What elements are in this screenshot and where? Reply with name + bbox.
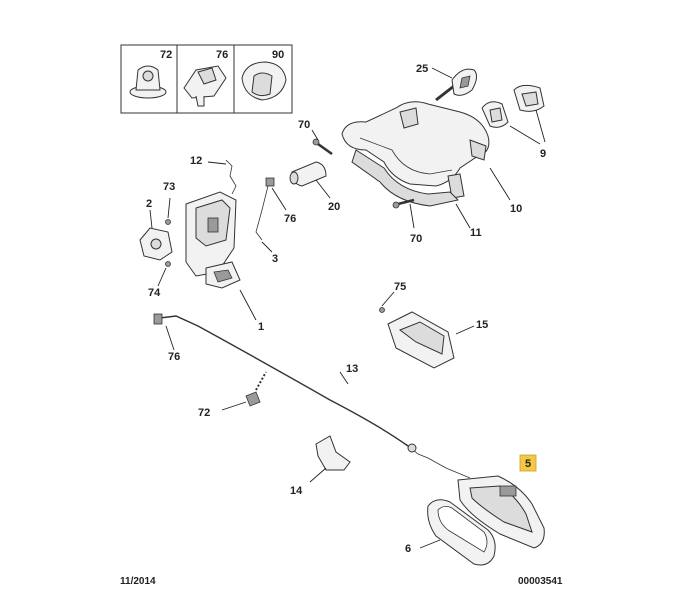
callout-9: 9 xyxy=(540,148,546,160)
callout-5: 5 xyxy=(525,458,531,470)
rod-3-part xyxy=(255,185,273,253)
cable-13-part xyxy=(153,313,471,479)
cover-15-part xyxy=(379,291,475,369)
callout-25: 25 xyxy=(416,63,428,75)
callout-15: 15 xyxy=(476,319,488,331)
handle-frame-part xyxy=(351,149,471,229)
cover-90-icon xyxy=(241,61,287,101)
callout-73: 73 xyxy=(163,181,175,193)
callout-20: 20 xyxy=(328,201,340,213)
inset-box: 72 76 90 xyxy=(120,44,293,114)
footer-date: 11/2014 xyxy=(120,576,156,587)
callout-1: 1 xyxy=(258,321,264,333)
door-lock-part xyxy=(185,191,257,321)
clip-72-part xyxy=(221,371,267,411)
callout-14: 14 xyxy=(290,485,303,497)
bracket-part xyxy=(139,197,173,287)
callout-10: 10 xyxy=(510,203,522,215)
callout-12: 12 xyxy=(190,155,202,167)
screws-70-part xyxy=(311,129,415,229)
footer-reference: 00003541 xyxy=(518,576,563,587)
outer-handle-part xyxy=(341,101,511,201)
clip-rod-part xyxy=(265,177,287,211)
handle-caps-part xyxy=(481,84,546,145)
callout-75: 75 xyxy=(394,281,406,293)
callout-70-top: 70 xyxy=(298,119,310,131)
callout-labels: 25 9 70 12 73 2 20 76 10 11 70 3 74 75 1… xyxy=(146,63,546,555)
callout-76-lower: 76 xyxy=(168,351,180,363)
callout-3: 3 xyxy=(272,253,278,265)
spring-12-part xyxy=(207,159,237,195)
bracket-14-part xyxy=(309,435,351,483)
lock-cylinder-part xyxy=(289,161,331,199)
bezel-6-part xyxy=(419,499,496,566)
callout-74: 74 xyxy=(148,287,161,299)
key-part xyxy=(431,67,478,102)
inset-label-90: 90 xyxy=(272,49,284,61)
clip-72-icon xyxy=(129,65,167,99)
inner-handle-part xyxy=(457,475,545,549)
callout-6: 6 xyxy=(405,543,411,555)
inset-label-76: 76 xyxy=(216,49,228,61)
callout-11: 11 xyxy=(470,227,482,239)
callout-72: 72 xyxy=(198,407,210,419)
clip-76-icon xyxy=(183,65,227,107)
inset-label-72: 72 xyxy=(160,49,172,61)
highlight-badge xyxy=(519,454,537,472)
callout-70-bottom: 70 xyxy=(410,233,422,245)
callout-2: 2 xyxy=(146,198,152,210)
callout-13: 13 xyxy=(346,363,358,375)
callout-76-upper: 76 xyxy=(284,213,296,225)
